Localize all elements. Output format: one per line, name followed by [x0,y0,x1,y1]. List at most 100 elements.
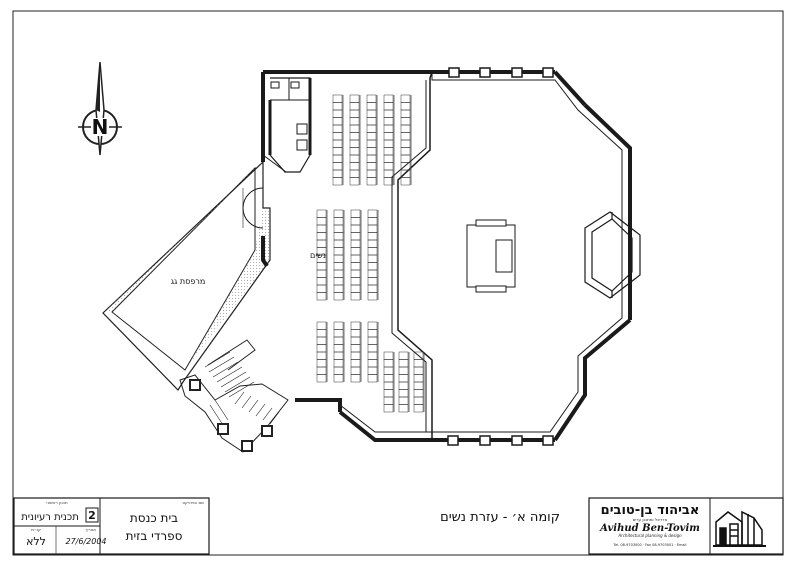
seat [333,374,344,383]
seat [316,329,327,338]
seat [366,177,377,186]
seat [413,381,424,390]
seat [332,109,343,118]
title-block-right [588,497,784,555]
seat [350,359,361,368]
seat [332,117,343,126]
seat [333,344,344,353]
seat [367,247,378,256]
seat [398,366,409,375]
seat [333,284,344,293]
seat [332,132,343,141]
seat [349,117,360,126]
seat [349,162,360,171]
seat [383,124,394,133]
seat [349,132,360,141]
women-seating [316,94,425,413]
seat [350,247,361,256]
seat [350,366,361,375]
seat [367,217,378,226]
title-block-left [13,497,210,555]
seat [350,277,361,286]
seat [350,262,361,271]
firm-subtitle-he: אדריכל ומתכנן ערים [633,517,668,522]
seat [383,147,394,156]
seat [383,162,394,171]
seat [366,139,377,148]
seat [367,329,378,338]
seat [367,224,378,233]
scale-caption: קנ״מ [31,527,41,532]
seat [398,351,409,360]
plan-type: תכנית רעיונית [21,512,79,523]
seat [400,147,411,156]
seat [383,389,394,398]
seat [398,381,409,390]
seat [333,336,344,345]
seat [333,239,344,248]
seat [383,359,394,368]
seat [333,224,344,233]
seat [413,359,424,368]
roof-terrace-label: מרפסת גג [171,277,206,286]
seat [366,162,377,171]
windows-top [448,67,554,78]
seat [316,292,327,301]
seat [398,389,409,398]
seat [316,344,327,353]
firm-contact: Tel. 08-9703000 · Fax 08-9703001 · Email [613,543,687,547]
seat [400,117,411,126]
seat [398,374,409,383]
seat [350,329,361,338]
seat [367,269,378,278]
seat [400,177,411,186]
sheet-border [12,10,784,556]
seat [333,277,344,286]
seat [383,404,394,413]
roof-terrace: מרפסת גג [102,160,271,391]
seat [333,329,344,338]
seat [367,351,378,360]
seat [316,224,327,233]
seat [333,351,344,360]
seat [350,232,361,241]
seat [316,232,327,241]
seat [349,169,360,178]
seat [367,209,378,218]
seat [383,381,394,390]
seat [400,162,411,171]
seat [333,247,344,256]
seat [333,232,344,241]
seat [383,117,394,126]
seat [349,154,360,163]
seat [350,224,361,233]
seat [332,139,343,148]
seat [398,396,409,405]
seat [349,147,360,156]
seat [398,404,409,413]
seat [350,321,361,330]
seat [333,217,344,226]
seat [366,154,377,163]
seat [316,277,327,286]
seat [400,102,411,111]
seat [383,94,394,103]
seat [333,359,344,368]
seat [366,132,377,141]
seat [350,284,361,293]
seat [383,109,394,118]
seat [367,232,378,241]
seat [398,359,409,368]
seat [350,374,361,383]
project-caption: שם הפרויקט [182,500,204,505]
firm-logo-icon [713,510,766,547]
seat [367,239,378,248]
firm-subtitle-en: Architectural planning & design [617,533,682,538]
seat [350,254,361,263]
seat [332,154,343,163]
seat [350,217,361,226]
seat [333,366,344,375]
seat [367,321,378,330]
seat [350,336,361,345]
